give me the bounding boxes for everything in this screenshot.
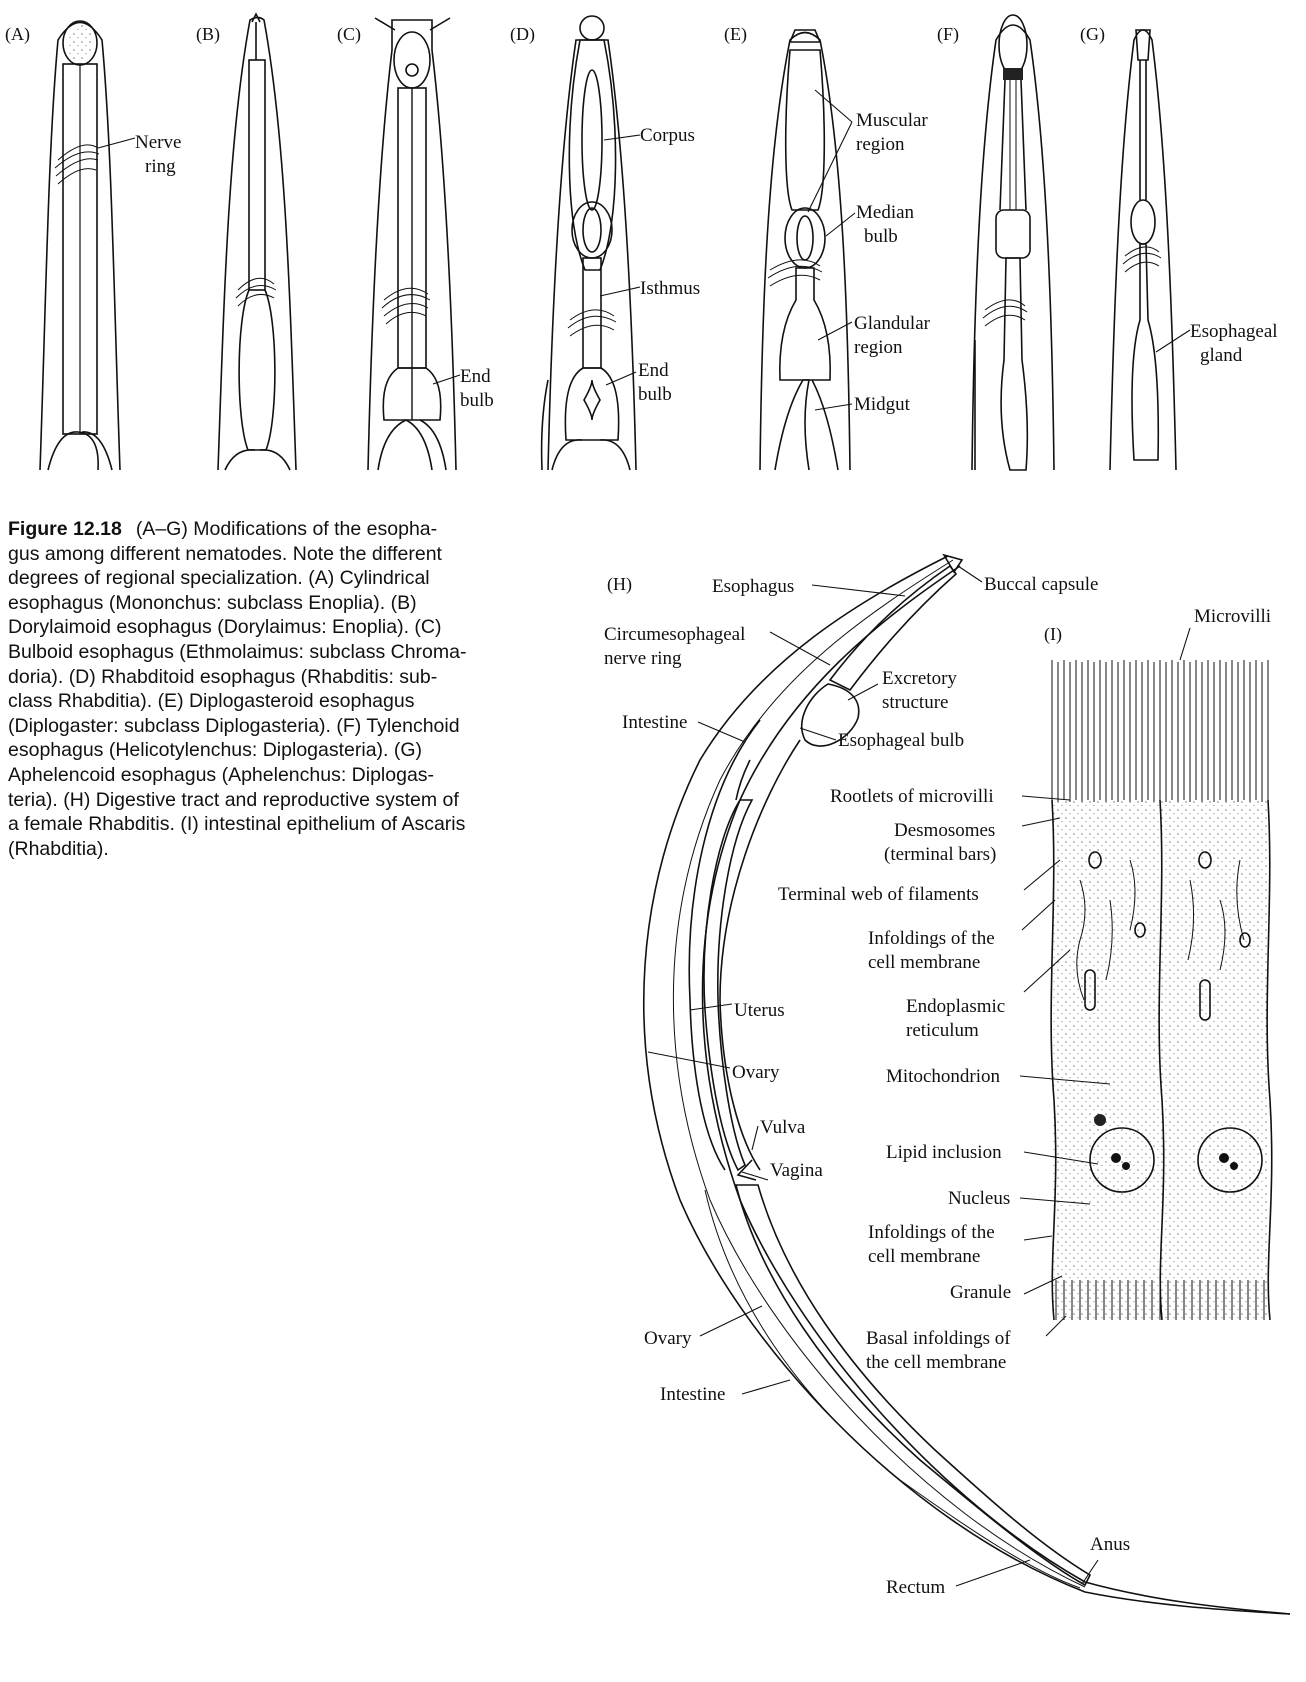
label-corpus: Corpus: [640, 125, 695, 146]
label-midgut: Midgut: [854, 394, 911, 415]
caption-line-4: Dorylaimoid esophagus (Dorylaimus: Enopl…: [8, 616, 442, 639]
panel-d-letter: (D): [510, 24, 535, 45]
caption-line-10: Aphelencoid esophagus (Aphelenchus: Dipl…: [8, 763, 435, 786]
label-muscular-region: region: [856, 134, 905, 155]
label-h-esophagus: Esophagus: [712, 576, 794, 597]
label-basal-1: Basal infoldings of: [866, 1328, 1011, 1349]
panel-f-tylenchoid-esophagus: (F): [937, 14, 1055, 471]
label-median-bulb: bulb: [864, 226, 898, 247]
panel-i-ascaris-intestinal-epithelium: (I) Microvilli Rootlets of microvilli De…: [778, 606, 1273, 1373]
label-rectum: Rectum: [886, 1577, 945, 1598]
caption-line-11: teria). (H) Digestive tract and reproduc…: [8, 788, 459, 811]
label-c-end: End: [460, 366, 491, 387]
label-infold-2a: Infoldings of the: [868, 1222, 995, 1243]
label-excretory-1: Excretory: [882, 668, 957, 689]
panel-g-letter: (G): [1080, 24, 1105, 45]
panel-a-cylindrical-esophagus: (A) Nerve ring: [5, 20, 181, 471]
figure-caption: Figure 12.18 (A–G) Modifications of the e…: [8, 517, 538, 861]
label-uterus: Uterus: [734, 1000, 785, 1021]
panel-e-diplogasteroid-esophagus: (E) Muscular region Median bulb Glandula…: [724, 24, 931, 471]
caption-line-13: (Rhabditia).: [8, 837, 109, 860]
label-gland: gland: [1200, 345, 1243, 366]
label-anus: Anus: [1090, 1534, 1130, 1555]
label-glandular-region: region: [854, 337, 903, 358]
label-h-intestine-top: Intestine: [622, 712, 687, 733]
label-median: Median: [856, 202, 915, 223]
label-nucleus: Nucleus: [948, 1188, 1010, 1209]
label-buccal-capsule: Buccal capsule: [984, 574, 1098, 595]
label-ring: ring: [145, 156, 176, 177]
panel-e-letter: (E): [724, 24, 747, 45]
label-d-bulb: bulb: [638, 384, 672, 405]
label-d-end: End: [638, 360, 669, 381]
panel-h-letter: (H): [607, 574, 632, 595]
panel-a-letter: (A): [5, 24, 30, 45]
panel-c-letter: (C): [337, 24, 361, 45]
label-desmosomes-2: (terminal bars): [884, 844, 996, 865]
label-h-ovary-top: Ovary: [732, 1062, 780, 1083]
label-vagina: Vagina: [770, 1160, 823, 1181]
caption-line-12: a female Rhabditis. (I) intestinal epith…: [8, 813, 466, 836]
panel-d-rhabditoid-esophagus: (D) Corpus Isthmus End bulb: [510, 15, 700, 471]
label-er-2: reticulum: [906, 1020, 979, 1041]
caption-line-6: doria). (D) Rhabditoid esophagus (Rhabdi…: [8, 665, 438, 688]
label-c-bulb: bulb: [460, 390, 494, 411]
microvilli-brush: [1051, 660, 1269, 802]
caption-line-2: degrees of regional specialization. (A) …: [8, 567, 430, 590]
label-vulva: Vulva: [760, 1117, 806, 1138]
figure-label: Figure 12.18: [8, 518, 122, 540]
label-circum-1: Circumesophageal: [604, 624, 745, 645]
label-terminal-web: Terminal web of filaments: [778, 884, 979, 905]
label-h-ovary-bottom: Ovary: [644, 1328, 692, 1349]
caption-line-3: esophagus (Mononchus: subclass Enoplia).…: [8, 591, 417, 614]
label-esophageal-bulb: Esophageal bulb: [838, 730, 964, 751]
panel-f-letter: (F): [937, 24, 959, 45]
caption-line-0-text: (A–G) Modifications of the esopha-: [135, 518, 438, 540]
label-glandular: Glandular: [854, 313, 931, 334]
caption-line-9: esophagus (Helicotylenchus: Diplogasteri…: [8, 739, 423, 762]
label-infold-2b: cell membrane: [868, 1246, 980, 1267]
label-microvilli: Microvilli: [1194, 606, 1271, 627]
panel-c-bulboid-esophagus: (C) End bulb: [337, 17, 494, 471]
label-excretory-2: structure: [882, 692, 948, 713]
label-isthmus: Isthmus: [640, 278, 700, 299]
panel-g-aphelencoid-esophagus: (G) Esophageal gland: [1080, 24, 1278, 471]
label-nerve: Nerve: [135, 132, 181, 153]
label-h-intestine-bottom: Intestine: [660, 1384, 725, 1405]
label-infold-1b: cell membrane: [868, 952, 980, 973]
label-muscular: Muscular: [856, 110, 928, 131]
panel-i-letter: (I): [1044, 624, 1062, 645]
label-lipid: Lipid inclusion: [886, 1142, 1002, 1163]
caption-line-7: class Rhabditia). (E) Diplogasteroid eso…: [8, 690, 415, 713]
caption-line-8: (Diplogaster: subclass Diplogasteria). (…: [8, 714, 460, 737]
label-infold-1a: Infoldings of the: [868, 928, 995, 949]
label-desmosomes-1: Desmosomes: [894, 820, 995, 841]
caption-line-5: Bulboid esophagus (Ethmolaimus: subclass…: [8, 640, 467, 663]
label-basal-2: the cell membrane: [866, 1352, 1006, 1373]
label-er-1: Endoplasmic: [906, 996, 1005, 1017]
label-granule: Granule: [950, 1282, 1011, 1303]
panel-b-letter: (B): [196, 24, 220, 45]
caption-line-0: Figure 12.18 (A–G) Modifications of the e…: [8, 517, 538, 542]
caption-line-1: gus among different nematodes. Note the …: [8, 542, 442, 565]
panel-b-dorylaimoid-esophagus: (B): [196, 12, 297, 471]
label-mitochondrion: Mitochondrion: [886, 1066, 1000, 1087]
label-circum-2: nerve ring: [604, 648, 682, 669]
panel-h-rhabditis-digestive-tract: (H) Esophagus Buccal capsule Circumesoph…: [604, 553, 1291, 1615]
label-rootlets: Rootlets of microvilli: [830, 786, 994, 807]
label-esophageal: Esophageal: [1190, 321, 1278, 342]
